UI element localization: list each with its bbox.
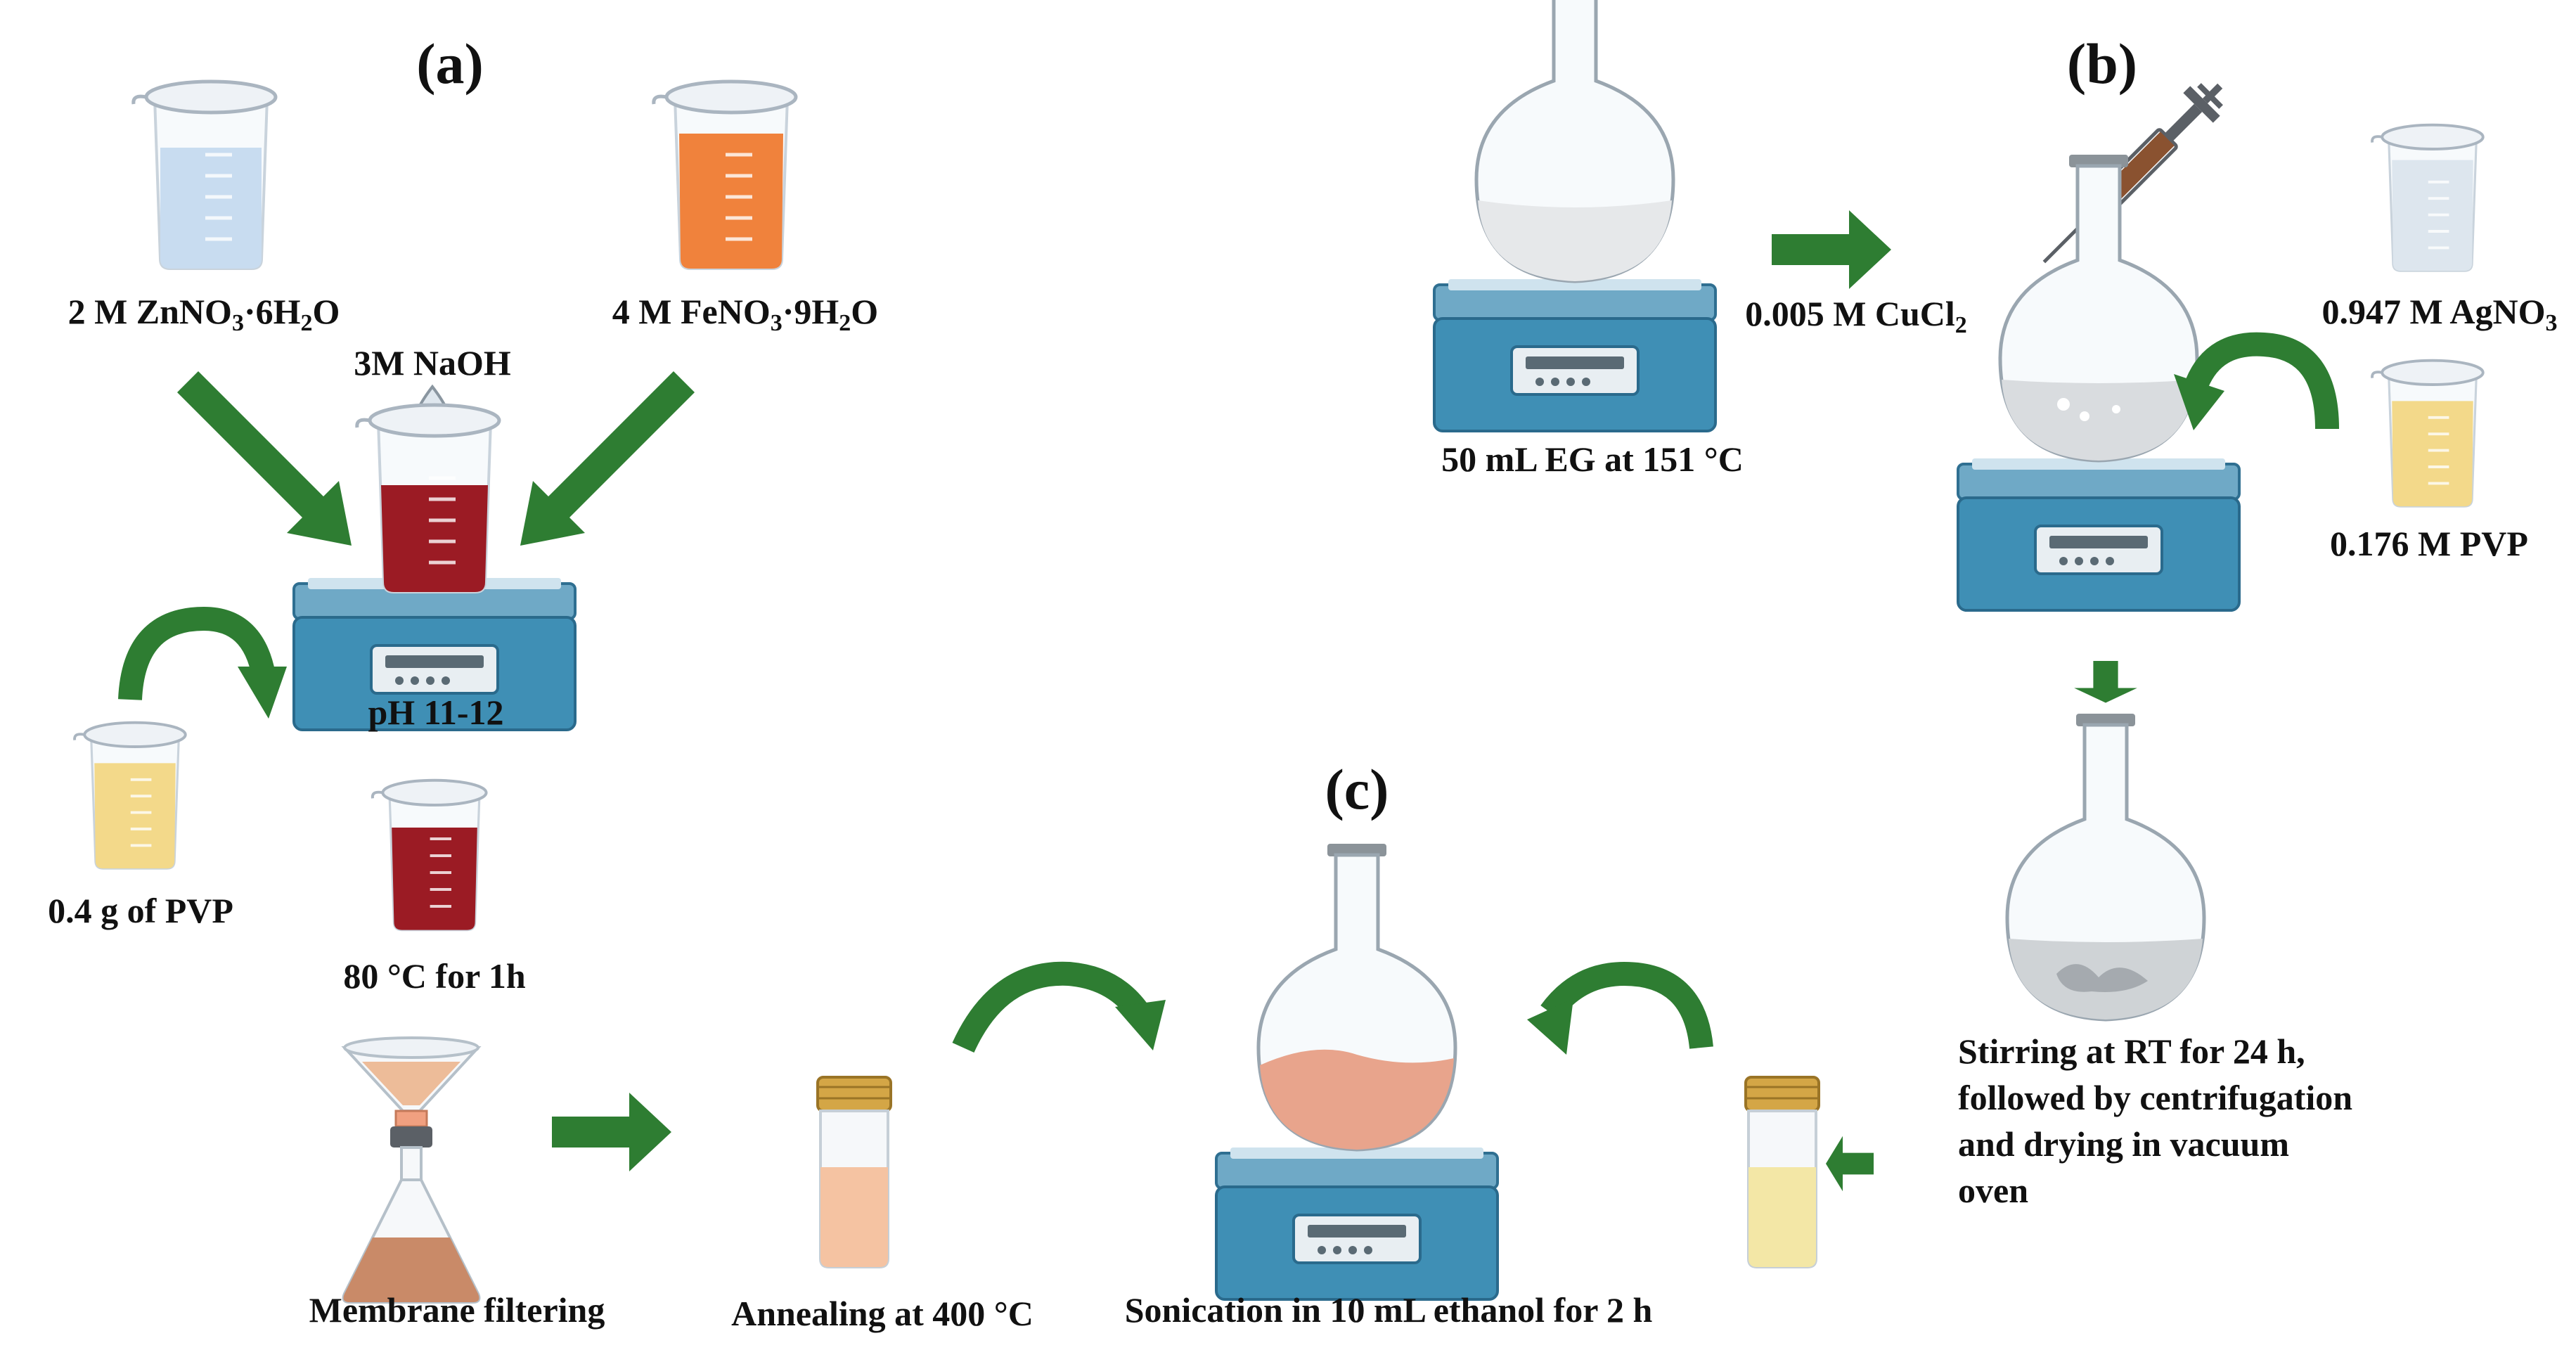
beaker-icon — [2371, 359, 2485, 508]
arrow-icon — [2074, 661, 2137, 703]
arrow-icon — [520, 371, 695, 546]
arrow-icon — [177, 371, 352, 546]
label-naoh: 3M NaOH — [354, 343, 511, 382]
hotplate-icon — [1215, 1146, 1499, 1301]
beaker-icon — [373, 780, 487, 930]
vial-icon — [1744, 1076, 1820, 1268]
beaker-icon — [357, 405, 499, 592]
label-fe-nitrate: 4 M FeNO3·9H2O — [612, 292, 878, 336]
beaker-icon — [2371, 123, 2485, 273]
beaker-icon — [73, 721, 187, 870]
label-annealing: Annealing at 400 °C — [731, 1294, 1033, 1333]
label-heat-a: 80 °C for 1h — [343, 956, 526, 996]
label-eg: 50 mL EG at 151 °C — [1441, 439, 1744, 479]
hotplate-icon — [1957, 457, 2241, 612]
syringe-icon — [2042, 83, 2223, 264]
beaker-icon — [654, 82, 796, 269]
label-sonication: Sonication in 10 mL ethanol for 2 h — [1125, 1290, 1653, 1330]
round-flask-icon — [1476, 0, 1673, 281]
label-pvp-a: 0.4 g of PVP — [48, 891, 233, 930]
label-stirring-line-1: Stirring at RT for 24 h, — [1958, 1031, 2305, 1071]
label-ph: pH 11-12 — [368, 693, 503, 732]
arrow-icon — [2174, 332, 2339, 430]
arrow-icon — [1527, 961, 1713, 1055]
label-stirring-line-4: oven — [1958, 1171, 2028, 1210]
round-flask-icon — [2000, 155, 2197, 461]
beaker-icon — [134, 82, 276, 269]
arrow-icon — [952, 961, 1166, 1053]
hotplate-icon — [1433, 278, 1717, 432]
arrow-icon — [552, 1093, 671, 1171]
label-membrane: Membrane filtering — [309, 1290, 605, 1330]
panel-label-a: (a) — [416, 32, 484, 96]
round-flask-icon — [1258, 844, 1455, 1150]
label-stirring-line-2: followed by centrifugation — [1958, 1078, 2352, 1117]
arrow-icon — [1826, 1136, 1874, 1192]
label-stirring-line-3: and drying in vacuum — [1958, 1124, 2289, 1164]
label-zn-nitrate: 2 M ZnNO3·6H2O — [68, 292, 340, 336]
funnel-flask-icon — [341, 1036, 482, 1304]
round-flask-icon — [2007, 714, 2204, 1020]
panel-label-b: (b) — [2067, 32, 2137, 96]
label-agno3: 0.947 M AgNO3 — [2321, 292, 2557, 336]
label-pvp-b: 0.176 M PVP — [2330, 524, 2528, 563]
arrow-icon — [118, 606, 287, 719]
vial-icon — [816, 1076, 892, 1268]
label-cucl2: 0.005 M CuCl2 — [1745, 294, 1967, 338]
arrow-icon — [1772, 210, 1891, 289]
panel-label-c: (c) — [1325, 757, 1389, 821]
